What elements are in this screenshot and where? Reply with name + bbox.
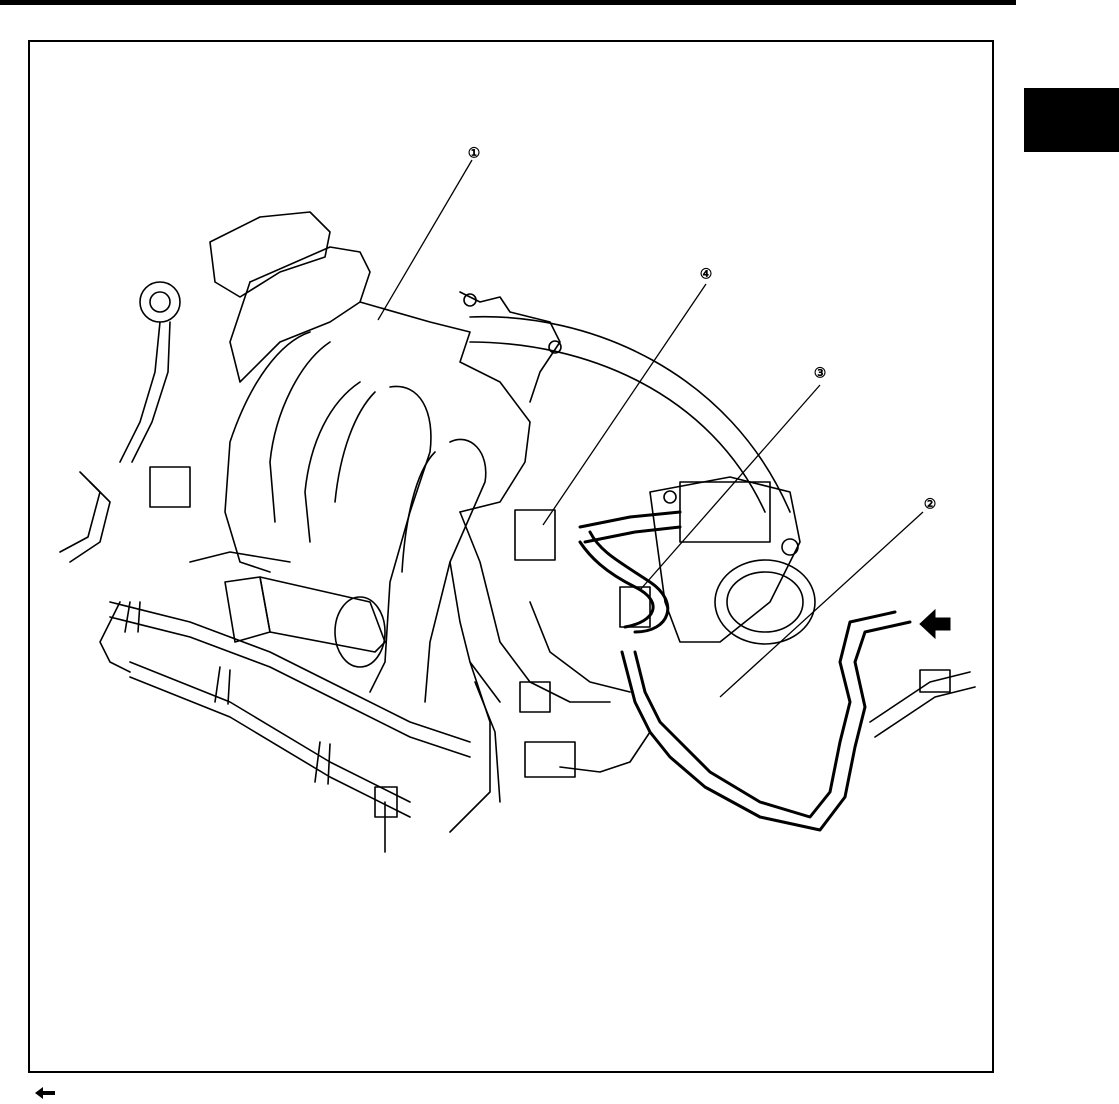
callout-3-label: ③ xyxy=(814,365,827,381)
legend xyxy=(34,1084,62,1102)
flow-direction-arrow-icon xyxy=(920,610,950,638)
left-arrow-icon xyxy=(34,1086,56,1100)
header-rule xyxy=(0,0,1016,5)
callout-1-label: ① xyxy=(468,145,481,161)
engine-linework xyxy=(60,212,975,852)
callout-3: ③ xyxy=(814,365,827,381)
illustration-frame: ① ② ③ ④ xyxy=(28,40,994,1073)
callout-4-label: ④ xyxy=(700,266,713,282)
section-index-tab xyxy=(1024,88,1119,152)
callout-1: ① xyxy=(468,145,481,161)
leader-line-3 xyxy=(640,385,820,590)
intake-manifold-illustration: ① ② ③ ④ xyxy=(30,42,992,1071)
callout-2: ② xyxy=(924,496,937,512)
leader-line-2 xyxy=(720,512,923,697)
leader-line-1 xyxy=(378,160,472,320)
callout-4: ④ xyxy=(700,266,713,282)
callout-2-label: ② xyxy=(924,496,937,512)
leader-line-4 xyxy=(543,284,706,525)
